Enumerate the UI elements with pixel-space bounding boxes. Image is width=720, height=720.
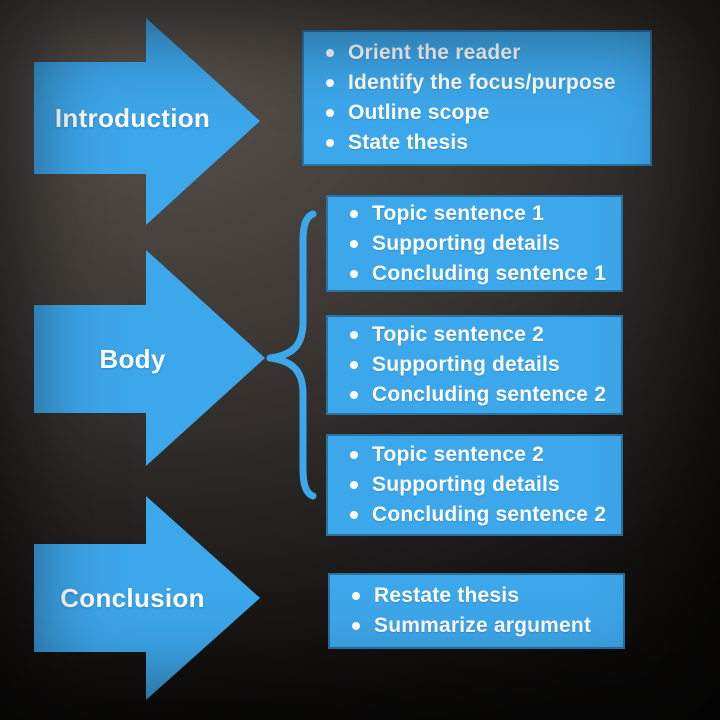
list-item: Outline scope: [304, 98, 650, 128]
list-item: Concluding sentence 2: [328, 380, 621, 410]
arrow-label-introduction: Introduction: [54, 102, 211, 133]
bullet-icon: [350, 481, 358, 489]
list-item: Orient the reader: [304, 38, 650, 68]
arrow-introduction: Introduction: [34, 18, 260, 225]
list-item: Topic sentence 1: [328, 199, 621, 229]
list-item-text: State thesis: [348, 131, 469, 154]
list-item-text: Identify the focus/purpose: [348, 71, 616, 94]
arrow-label-conclusion: Conclusion: [60, 582, 205, 613]
list-item: Supporting details: [328, 470, 621, 500]
arrow-label-body: Body: [99, 343, 166, 374]
list-item-text: Topic sentence 1: [372, 201, 545, 225]
list-item: Topic sentence 2: [328, 320, 621, 350]
bullet-icon: [326, 139, 334, 147]
bullet-icon: [350, 331, 358, 339]
list-item-text: Restate thesis: [374, 584, 520, 607]
list-item: State thesis: [304, 128, 650, 158]
bullet-icon: [352, 622, 360, 630]
list-item: Topic sentence 2: [328, 440, 621, 470]
list-item: Summarize argument: [330, 611, 623, 641]
bullet-icon: [350, 451, 358, 459]
list-item: Restate thesis: [330, 581, 623, 611]
list-item-text: Outline scope: [348, 101, 490, 124]
bullet-icon: [350, 391, 358, 399]
list-item-text: Concluding sentence 2: [372, 503, 607, 526]
list-item: Supporting details: [328, 229, 621, 259]
arrow-conclusion: Conclusion: [34, 496, 260, 700]
list-item: Concluding sentence 1: [328, 259, 621, 289]
list-item-text: Supporting details: [372, 473, 560, 496]
introduction-points-box: Orient the reader Identify the focus/pur…: [302, 30, 652, 166]
list-item-text: Summarize argument: [374, 614, 592, 637]
bullet-icon: [326, 109, 334, 117]
conclusion-points-box: Restate thesis Summarize argument: [328, 573, 625, 649]
body-paragraph-1-box: Topic sentence 1 Supporting details Conc…: [326, 195, 623, 292]
list-item: Identify the focus/purpose: [304, 68, 650, 98]
bullet-icon: [350, 209, 358, 218]
bullet-icon: [326, 49, 334, 57]
arrow-body: Body: [34, 250, 265, 466]
list-item-text: Concluding sentence 2: [372, 383, 607, 406]
bullet-icon: [350, 269, 358, 278]
bullet-icon: [326, 79, 334, 87]
list-item-text: Supporting details: [372, 353, 560, 376]
bullet-icon: [350, 511, 358, 519]
body-paragraph-3-box: Topic sentence 2 Supporting details Conc…: [326, 434, 623, 536]
list-item-text: Concluding sentence 1: [372, 261, 607, 285]
list-item-text: Topic sentence 2: [372, 323, 545, 346]
list-item-text: Supporting details: [372, 231, 560, 255]
list-item-text: Orient the reader: [348, 41, 521, 64]
bullet-icon: [352, 592, 360, 600]
bullet-icon: [350, 239, 358, 248]
list-item: Concluding sentence 2: [328, 500, 621, 530]
body-paragraph-2-box: Topic sentence 2 Supporting details Conc…: [326, 315, 623, 415]
curly-brace-icon: [266, 210, 317, 500]
list-item-text: Topic sentence 2: [372, 443, 545, 466]
bullet-icon: [350, 361, 358, 369]
list-item: Supporting details: [328, 350, 621, 380]
